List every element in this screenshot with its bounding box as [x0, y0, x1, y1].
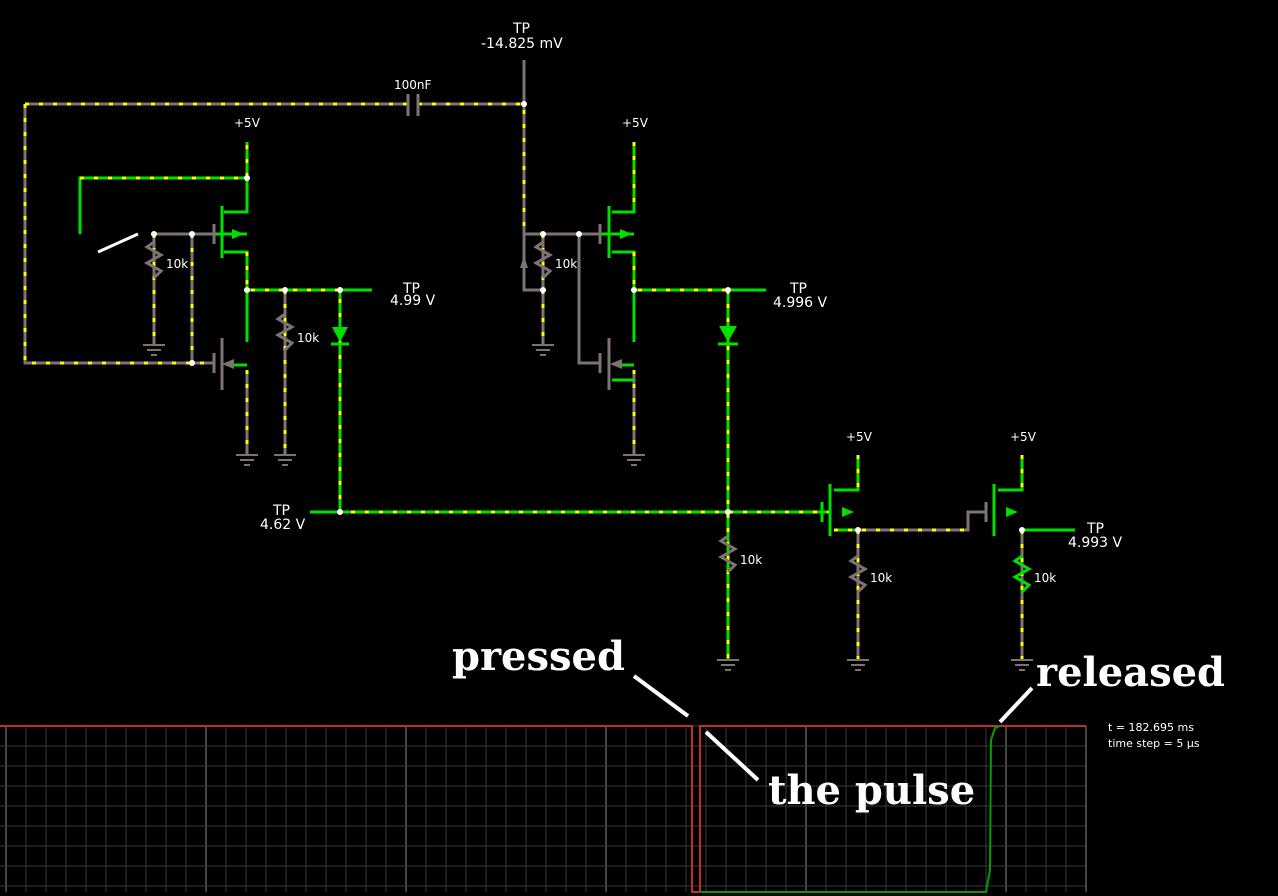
diodes[interactable]	[331, 326, 738, 346]
probe-mid-name: TP	[789, 281, 807, 297]
scope-traces	[0, 725, 1086, 893]
annotation-pressed: pressed	[452, 633, 625, 680]
scope-grid	[0, 725, 1087, 892]
resistor-label-1: 10k	[166, 257, 188, 271]
probe-mid-value: 4.996 V	[773, 295, 828, 311]
probe-right-name: TP	[1086, 521, 1104, 537]
supply-label-1: +5V	[234, 116, 261, 130]
probe-bus-name: TP	[272, 503, 290, 519]
annotation-released: released	[1036, 649, 1225, 696]
scope-time-step: time step = 5 µs	[1108, 737, 1200, 750]
resistor-label-3: 10k	[555, 257, 577, 271]
wires[interactable]	[23, 60, 1075, 660]
resistor-label-4: 10k	[740, 553, 762, 567]
capacitor-label: 100nF	[394, 78, 432, 92]
supply-label-4: +5V	[1010, 430, 1037, 444]
junctions	[151, 101, 1025, 533]
scope-time: t = 182.695 ms	[1108, 721, 1194, 734]
probe-top-name: TP	[512, 21, 530, 37]
scope-trace-green	[700, 725, 1001, 893]
probe-right-value: 4.993 V	[1068, 535, 1123, 551]
annotation-pointers	[632, 674, 1034, 782]
current-dots	[23, 102, 1024, 660]
push-switch[interactable]	[97, 232, 139, 254]
resistor-label-6: 10k	[1034, 571, 1056, 585]
mosfets[interactable]	[212, 206, 1018, 536]
probe-bus-value: 4.62 V	[260, 517, 306, 533]
probe-left-name: TP	[402, 281, 420, 297]
probe-left-value: 4.99 V	[390, 293, 436, 309]
capacitor[interactable]	[406, 94, 420, 116]
scope-trace-red	[0, 725, 1086, 893]
grounds	[143, 344, 1033, 671]
resistors[interactable]	[143, 240, 1033, 594]
resistor-label-2: 10k	[297, 331, 319, 345]
annotation-pulse: the pulse	[768, 767, 975, 814]
supply-label-2: +5V	[622, 116, 649, 130]
probe-top-value: -14.825 mV	[481, 36, 563, 52]
resistor-label-5: 10k	[870, 571, 892, 585]
supply-label-3: +5V	[846, 430, 873, 444]
